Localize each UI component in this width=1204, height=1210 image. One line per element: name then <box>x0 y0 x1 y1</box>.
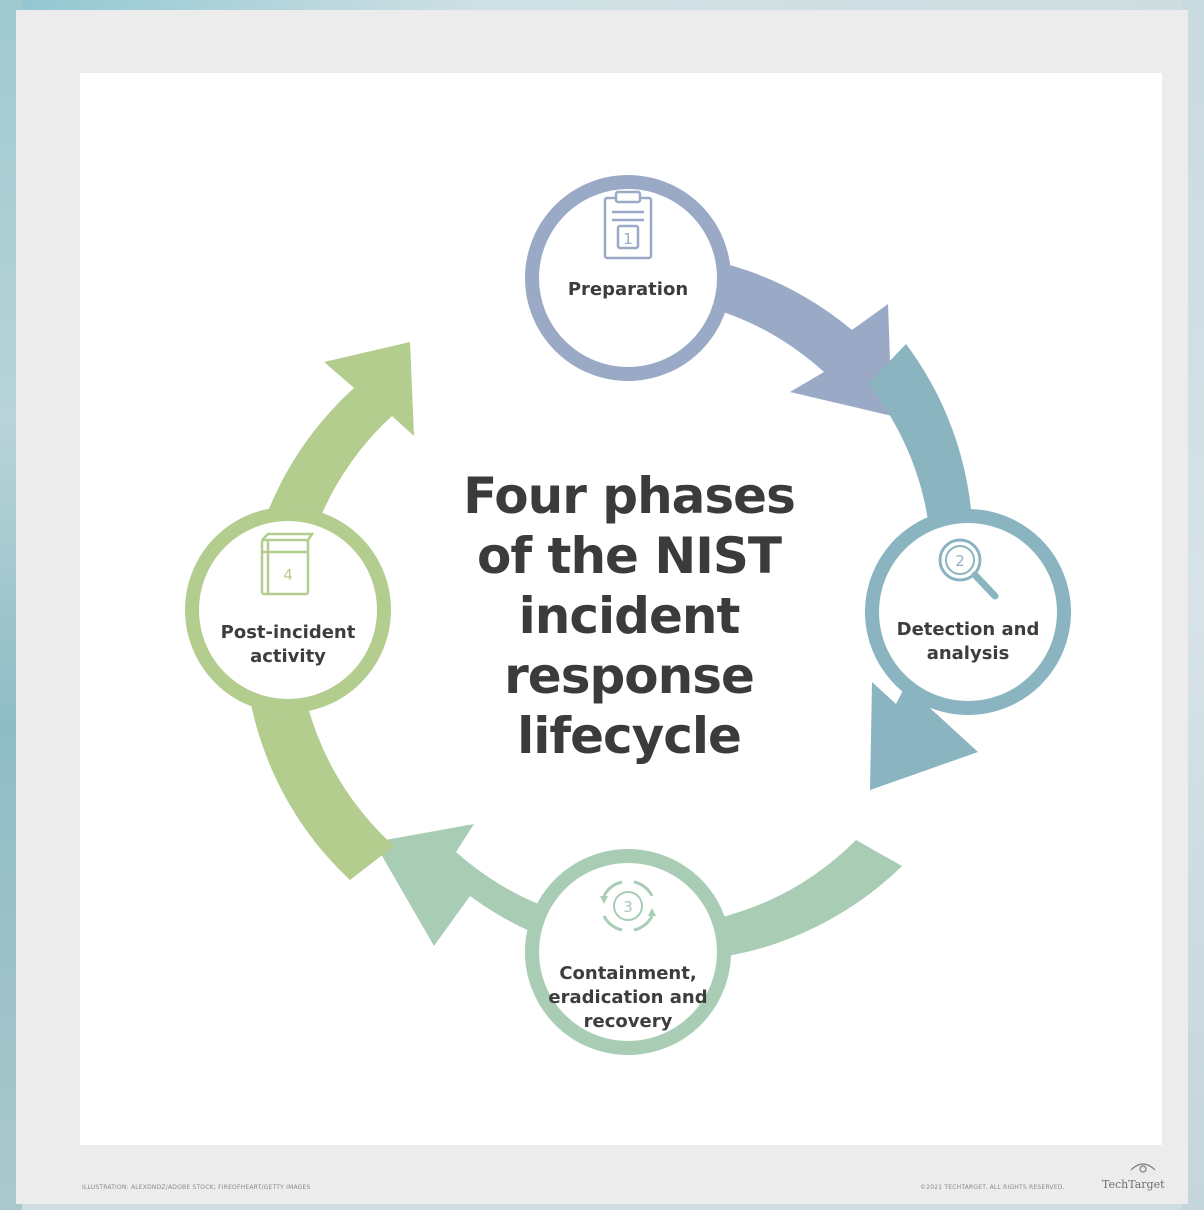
arrow-postincident-to-preparation <box>243 342 414 880</box>
arrow-shape <box>374 824 902 962</box>
illustration-credit: ILLUSTRATION: ALEXDNDZ/ADOBE STOCK; FIRE… <box>82 1184 311 1191</box>
diagram-title: Four phases of the NIST incident respons… <box>420 466 838 766</box>
copyright-notice: ©2021 TECHTARGET. ALL RIGHTS RESERVED. <box>920 1184 1065 1191</box>
cycle-arrows-icon: 3 <box>600 880 656 932</box>
svg-text:2: 2 <box>955 552 965 570</box>
phase-circle-detection <box>865 509 1071 715</box>
title-line: of the NIST <box>477 527 782 585</box>
svg-text:1: 1 <box>623 230 633 248</box>
title-line: lifecycle <box>517 707 742 765</box>
title-line: incident <box>518 587 741 645</box>
phase-label-postincident: Post-incident activity <box>220 622 356 667</box>
phase-circle-postincident <box>185 507 391 713</box>
phase-circle-preparation <box>525 175 731 381</box>
book-icon: 4 <box>260 532 315 596</box>
phase-circle-containment <box>525 849 731 1055</box>
techtarget-logo: TechTarget <box>1102 1178 1165 1191</box>
arrow-containment-to-postincident <box>374 824 902 962</box>
arrow-shape <box>243 342 414 880</box>
svg-text:4: 4 <box>283 566 293 584</box>
clipboard-icon: 1 <box>603 190 653 260</box>
magnifier-icon: 2 <box>938 538 999 600</box>
phase-label-containment: Containment, eradication and recovery <box>548 963 708 1032</box>
techtarget-eye-icon <box>1130 1163 1156 1173</box>
phase-label-detection: Detection and analysis <box>896 619 1040 664</box>
phase-label-preparation: Preparation <box>567 279 689 300</box>
arrow-shape <box>868 344 978 790</box>
svg-text:3: 3 <box>623 898 633 916</box>
arrow-detection-to-containment <box>868 344 978 790</box>
title-line: Four phases <box>463 467 796 525</box>
title-line: response <box>504 647 755 705</box>
